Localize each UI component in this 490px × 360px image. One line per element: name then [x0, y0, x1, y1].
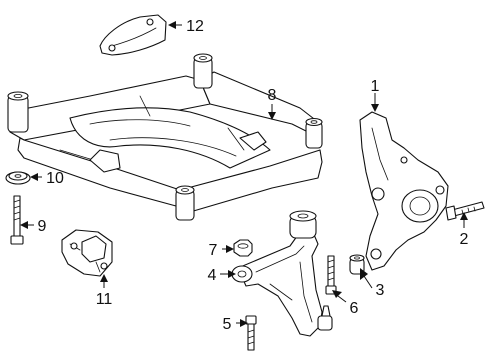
callout-6: 6	[350, 300, 359, 317]
callout-7: 7	[209, 242, 218, 259]
washer-10-part	[5, 171, 31, 185]
callout-labels: 1 2 3 4 5 6 7 8 9 10 11 12	[38, 18, 469, 333]
bushing-rear-right	[305, 117, 323, 149]
bushing-front-right	[175, 185, 195, 221]
callout-3: 3	[376, 282, 385, 299]
steering-knuckle-part	[359, 111, 449, 271]
bolt-2-part	[445, 201, 485, 221]
callout-5: 5	[223, 316, 232, 333]
bushing-front-left	[7, 91, 29, 133]
callout-9: 9	[38, 218, 47, 235]
callout-leaders	[20, 21, 468, 327]
callout-12: 12	[186, 18, 204, 35]
callout-10: 10	[46, 170, 64, 187]
mount-insulator-11-part	[61, 229, 113, 277]
nut-7-part	[233, 239, 253, 257]
lower-control-arm-part	[231, 210, 333, 337]
cover-plate-part	[99, 14, 167, 56]
callout-11: 11	[96, 291, 113, 308]
bolt-9-part	[10, 195, 24, 245]
bolt-5-part	[245, 315, 257, 351]
callout-1: 1	[371, 78, 380, 95]
bolt-6-part	[325, 255, 337, 295]
callout-8: 8	[268, 87, 277, 104]
callout-4: 4	[208, 267, 217, 284]
callout-2: 2	[460, 231, 469, 248]
crossmember-part	[7, 53, 323, 221]
bushing-rear-left	[193, 53, 213, 89]
